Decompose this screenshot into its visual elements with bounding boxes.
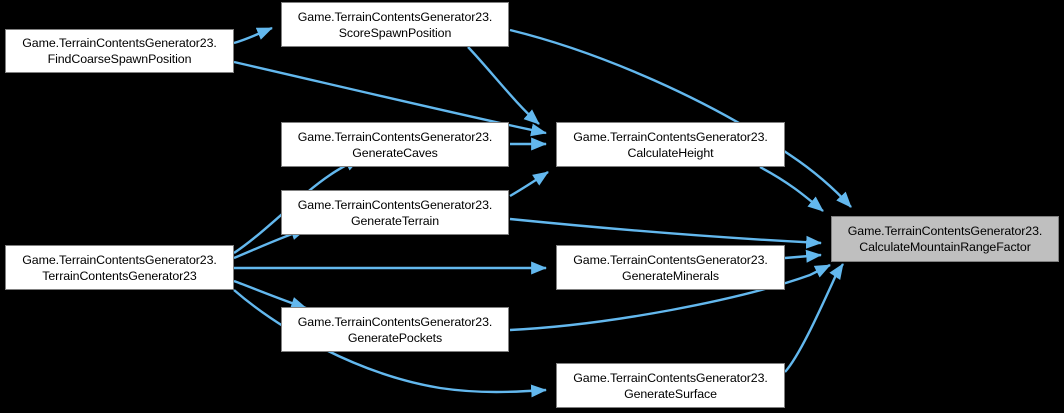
graph-edge-terraincontentsgenerator23-to-generatesurface [233,289,547,398]
graph-edge-findcoarsespawnposition-to-scorespawnposition [233,26,273,45]
graph-node-label-method: CalculateMountainRangeFactor [859,240,1031,254]
graph-node-label-method: GenerateCaves [352,145,438,160]
graph-node-label-namespace: Game.TerrainContentsGenerator23. [297,197,493,212]
graph-node-terraincontentsgenerator23[interactable]: Game.TerrainContentsGenerator23.TerrainC… [5,245,234,290]
graph-node-label-method: GenerateMinerals [622,268,719,283]
graph-node-label-namespace: Game.TerrainContentsGenerator23. [573,370,768,385]
graph-node-generateterrain[interactable]: Game.TerrainContentsGenerator23.Generate… [281,190,509,235]
graph-node-label-method: FindCoarseSpawnPosition [47,52,192,66]
graph-edge-generateterrain-to-calculatemountainrangefactor [509,217,822,249]
graph-node-calculatemountainrangefactor[interactable]: Game.TerrainContentsGenerator23. Calculat… [831,216,1059,262]
graph-node-label-namespace: Game.TerrainContentsGenerator23. [22,252,217,267]
graph-edge-calculateheight-to-calculatemountainrangefactor [759,165,824,212]
graph-node-findcoarsespawnposition[interactable]: Game.TerrainContentsGenerator23. FindCoar… [5,29,234,73]
graph-node-label-namespace: Game.TerrainContentsGenerator23. [847,224,1043,238]
graph-edge-generateminerals-to-calculatemountainrangefactor [784,249,822,263]
graph-node-label-method: GeneratePockets [347,330,443,345]
graph-node-label-namespace: Game.TerrainContentsGenerator23. [22,36,217,50]
graph-node-calculateheight[interactable]: Game.TerrainContentsGenerator23.Calculat… [556,122,785,167]
graph-node-label-method: GenerateSurface [624,386,717,401]
graph-edge-generateterrain-to-calculateheight [509,171,549,198]
graph-node-label-namespace: Game.TerrainContentsGenerator23. [573,129,768,144]
graph-node-label-namespace: Game.TerrainContentsGenerator23. [573,252,768,267]
graph-edge-generatepockets-to-calculatemountainrangefactor [509,263,831,332]
graph-node-label-method: TerrainContentsGenerator23 [42,268,197,283]
graph-node-scorespawnposition[interactable]: Game.TerrainContentsGenerator23.ScoreSpa… [281,2,509,47]
graph-node-generateminerals[interactable]: Game.TerrainContentsGenerator23.Generate… [556,245,785,290]
graph-node-label-method: CalculateHeight [627,145,714,160]
graph-node-label-method: ScoreSpawnPosition [338,25,452,40]
graph-edge-scorespawnposition-to-calculatemountainrangefactor [509,28,852,208]
graph-node-label-method: GenerateTerrain [350,213,440,228]
graph-node-generatesurface[interactable]: Game.TerrainContentsGenerator23.Generate… [556,363,785,408]
graph-edge-terraincontentsgenerator23-to-generatepockets [233,279,307,310]
graph-edge-findcoarsespawnposition-to-calculateheight [233,60,547,137]
graph-edge-generatesurface-to-calculatemountainrangefactor [784,263,844,373]
graph-node-label-namespace: Game.TerrainContentsGenerator23. [297,314,493,329]
graph-edge-scorespawnposition-to-calculateheight [467,46,540,125]
graph-node-label-namespace: Game.TerrainContentsGenerator23. [297,129,493,144]
graph-node-generatepockets[interactable]: Game.TerrainContentsGenerator23.Generate… [281,307,509,352]
graph-node-generatecaves[interactable]: Game.TerrainContentsGenerator23.Generate… [281,122,509,167]
graph-node-label-namespace: Game.TerrainContentsGenerator23. [297,9,493,24]
